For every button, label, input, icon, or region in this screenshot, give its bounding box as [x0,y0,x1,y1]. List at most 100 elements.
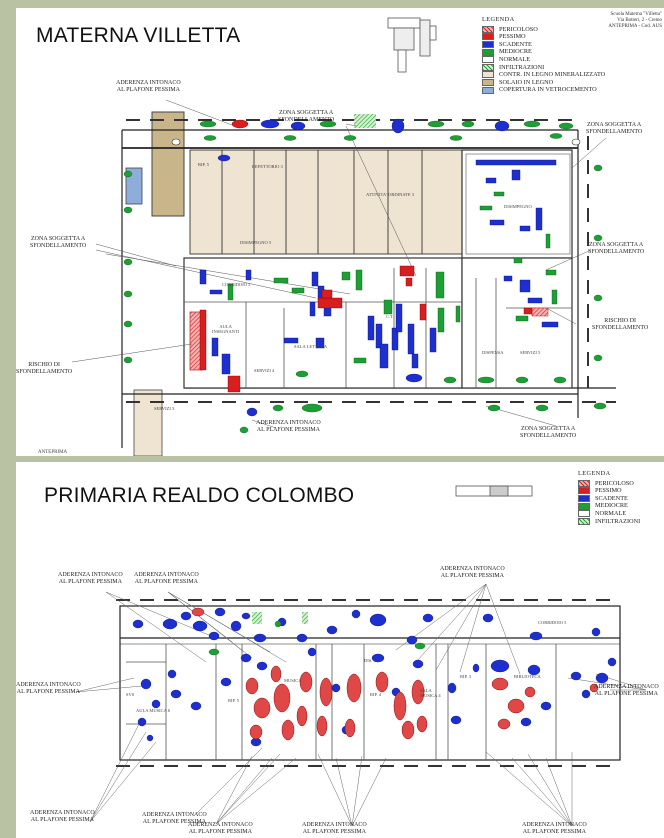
annotation-aderenza: ADERENZA INTONACO AL PLAFONE PESSIMA [522,822,587,835]
room-label: DISIMPEGNO [504,204,532,209]
legend-label: MEDIOCRE [499,48,532,56]
legend-label: PERICOLOSO [499,25,538,33]
infiltration-patch [252,612,262,624]
floorplan-materna-villetta: MATERNA VILLETTA LEGENDA PERICOLOSO PESS… [16,8,664,456]
legend-label: NORMALE [499,55,531,63]
legend-item-solaio-legno: SOLAIO IN LEGNO [482,79,605,87]
infiltration-patch [302,612,308,624]
legend-label: PESSIMO [595,487,622,495]
legend-item-normale: NORMALE [482,56,605,64]
damage-pessimo [199,119,533,393]
legend-swatch [578,502,590,510]
legend-item-normale: NORMALE [578,510,640,518]
page-title-bottom: PRIMARIA REALDO COLOMBO [44,484,355,507]
legend-item-infiltrazioni: INFILTRAZIONI [578,518,640,526]
floorplan-drawing-bottom [75,485,647,827]
legend-swatch [482,56,494,64]
footer-label: ANTEPRIMA [38,450,68,455]
annotation-sfondellamento: ZONA SOGGETTA A SFONDELLAMENTO [278,110,335,123]
legend-swatch [482,71,494,79]
floorplan-primaria-realdo-colombo: PRIMARIA REALDO COLOMBO LEGENDA PERICOLO… [16,462,664,838]
legend-label: INFILTRAZIONI [499,63,545,71]
damage-mediocre [123,120,607,434]
room-label: ATTIVITA' ORDINATE 3 [366,192,414,197]
annotation-aderenza: ADERENZA INTONACO AL PLAFONE PESSIMA [58,572,123,585]
legend-swatch [482,48,494,56]
legend-item-contr-legno: CONTR. IN LEGNO MINERALIZZATO [482,71,605,79]
annotation-aderenza: ADERENZA INTONACO AL PLAFONE PESSIMA [16,682,81,695]
leader-lines [71,99,607,429]
annotation-aderenza: ADERENZA INTONACO AL PLAFONE PESSIMA [116,80,181,93]
legend-bottom: LEGENDA PERICOLOSO PESSIMO SCADENTE MEDI… [578,470,640,525]
room-label: CORRIDOIO 5 [538,620,567,625]
annotation-sfondellamento: ZONA SOGGETTA A SFONDELLAMENTO [586,122,643,135]
legend-label: NORMALE [595,509,627,517]
legend-item-scadente: SCADENTE [482,41,605,49]
school-info: Scuola Materna "Villetta" Via Botteri, 2… [608,12,662,29]
legend-swatch [578,479,590,487]
room-label: DISIMPEGNO 5 [240,240,272,245]
legend-item-scadente: SCADENTE [578,495,640,503]
annotation-rischio: RISCHIO DI SFONDELLAMENTO [592,318,649,331]
room-label: SVS [126,692,135,697]
annotation-aderenza: ADERENZA INTONACO AL PLAFONE PESSIMA [30,810,95,823]
site-plan-thumbnail [387,17,437,73]
room-label: MUSICA [284,678,302,683]
legend-swatch [482,41,494,49]
annotation-sfondellamento: ZONA SOGGETTA A SFONDELLAMENTO [588,242,645,255]
legend-item-vetrocemento: COPERTURA IN VETROCEMENTO [482,86,605,94]
legend-label: CONTR. IN LEGNO MINERALIZZATO [499,71,606,79]
legend-label: SCADENTE [499,40,532,48]
room-label: SALA MUSICA 4 [420,688,441,698]
leader-lines [75,583,647,827]
room-label: SERVIZI 3 [154,406,175,411]
hazard-patch [531,307,549,317]
site-plan-thumbnail [455,485,533,497]
legend-item-pessimo: PESSIMO [482,33,605,41]
legend-title: LEGENDA [578,470,611,477]
damage-mediocre [208,620,426,656]
legend-label: SOLAIO IN LEGNO [499,78,554,86]
room-label: RIP. 3 [460,674,472,679]
annotation-aderenza: ADERENZA INTONACO AL PLAFONE PESSIMA [188,822,253,835]
annotation-aderenza: ADERENZA INTONACO AL PLAFONE PESSIMA [440,566,505,579]
glass-ceiling-block [125,167,143,205]
annotation-aderenza: ADERENZA INTONACO AL PLAFONE PESSIMA [256,420,321,433]
legend-label: MEDIOCRE [595,502,628,510]
legend-label: INFILTRAZIONI [595,517,641,525]
annotation-rischio: RISCHIO DI SFONDELLAMENTO [16,362,73,375]
legend-swatch [482,63,494,71]
page-title-top: MATERNA VILLETTA [36,24,241,47]
room-label: CORRIDOIO 5 [222,282,251,287]
room-label: AULA MUSICA 6 [136,708,171,713]
legend-label: PESSIMO [499,33,526,41]
legend-swatch [578,510,590,518]
room-label: SERVIZI 4 [254,368,275,373]
room-label: SALA LETTURA [294,344,328,349]
legend-swatch [578,495,590,503]
floorplan-drawing-top [71,17,616,456]
legend-label: SCADENTE [595,494,628,502]
annotation-sfondellamento: ZONA SOGGETTA A SFONDELLAMENTO [520,426,577,439]
room-label: RIP. 4 [370,692,382,697]
annotation-aderenza: ADERENZA INTONACO AL PLAFONE PESSIMA [142,812,207,825]
legend-item-infiltrazioni: INFILTRAZIONI [482,64,605,72]
legend-item-pessimo: PESSIMO [578,487,640,495]
infiltration-patch [354,114,376,128]
room-label: AULA INSEGNANTI [212,324,240,334]
room-label: C.T. [386,314,394,319]
room-label: DISPENSA [482,350,504,355]
legend-label: PERICOLOSO [595,479,634,487]
legend-swatch [482,25,494,33]
annotation-sfondellamento: ZONA SOGGETTA A SFONDELLAMENTO [30,236,87,249]
legend-item-pericoloso: PERICOLOSO [482,26,605,34]
legend-title: LEGENDA [482,16,515,23]
damage-pessimo [191,607,599,741]
room-label: REFETTORIO 3 [252,164,283,169]
annotation-aderenza: ADERENZA INTONACO AL PLAFONE PESSIMA [594,684,659,697]
room-label: DIS. 3 [364,658,376,663]
wood-ceiling-block-bottom [133,389,163,456]
room-label: RIP. 5 [228,698,240,703]
room-label: RIP. 5 [198,162,210,167]
room-label: BIBLIOTECA [514,674,541,679]
